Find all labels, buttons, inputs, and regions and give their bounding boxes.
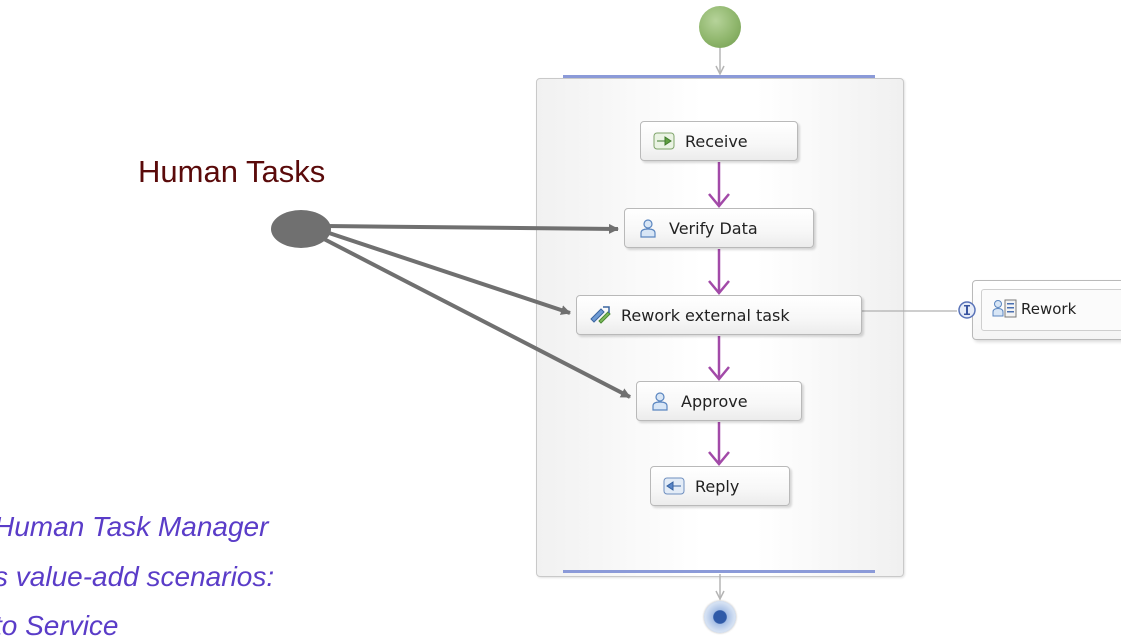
- flow-arrow-1: [708, 162, 730, 208]
- partner-reference[interactable]: [972, 280, 1121, 340]
- activity-verify-data-label: Verify Data: [669, 218, 758, 238]
- activity-reply-label: Reply: [695, 476, 740, 496]
- start-node[interactable]: [699, 6, 741, 48]
- end-node[interactable]: [704, 601, 736, 633]
- activity-reply[interactable]: Reply: [650, 466, 790, 506]
- receive-arrow-icon: [653, 130, 675, 152]
- human-task-person-icon: [649, 390, 671, 412]
- activity-approve[interactable]: Approve: [636, 381, 802, 421]
- flow-arrow-4: [708, 422, 730, 466]
- flow-arrow-3: [708, 336, 730, 381]
- partner-reference-label: Rework: [1021, 300, 1077, 318]
- invoke-icon: [589, 304, 611, 326]
- end-connector-head: [715, 590, 725, 601]
- note-line-2: s value-add scenarios:: [0, 561, 275, 592]
- flow-arrow-2: [708, 249, 730, 295]
- human-task-person-icon: [637, 217, 659, 239]
- process-bottom-bar: [563, 570, 875, 573]
- partner-reference-icon: [992, 299, 1017, 318]
- callout-arrow-approve: [321, 236, 631, 399]
- partner-reference-inner: [981, 289, 1121, 331]
- activity-rework-external-task-label: Rework external task: [621, 305, 790, 325]
- reply-arrow-icon: [663, 475, 685, 497]
- process-top-bar: [563, 75, 875, 78]
- callout-arrow-rework: [325, 230, 571, 315]
- interface-icon: [958, 301, 976, 319]
- activity-receive-label: Receive: [685, 131, 748, 151]
- callout-arrow-verify: [325, 223, 619, 234]
- callout-dot: [271, 210, 331, 248]
- activity-rework-external-task[interactable]: Rework external task: [576, 295, 862, 335]
- start-connector-head: [715, 65, 725, 76]
- note-line-1: Human Task Manager: [0, 511, 269, 542]
- activity-verify-data[interactable]: Verify Data: [624, 208, 814, 248]
- note-line-3: to Service: [0, 610, 119, 641]
- callout-label: Human Tasks: [138, 154, 326, 189]
- activity-receive[interactable]: Receive: [640, 121, 798, 161]
- activity-approve-label: Approve: [681, 391, 748, 411]
